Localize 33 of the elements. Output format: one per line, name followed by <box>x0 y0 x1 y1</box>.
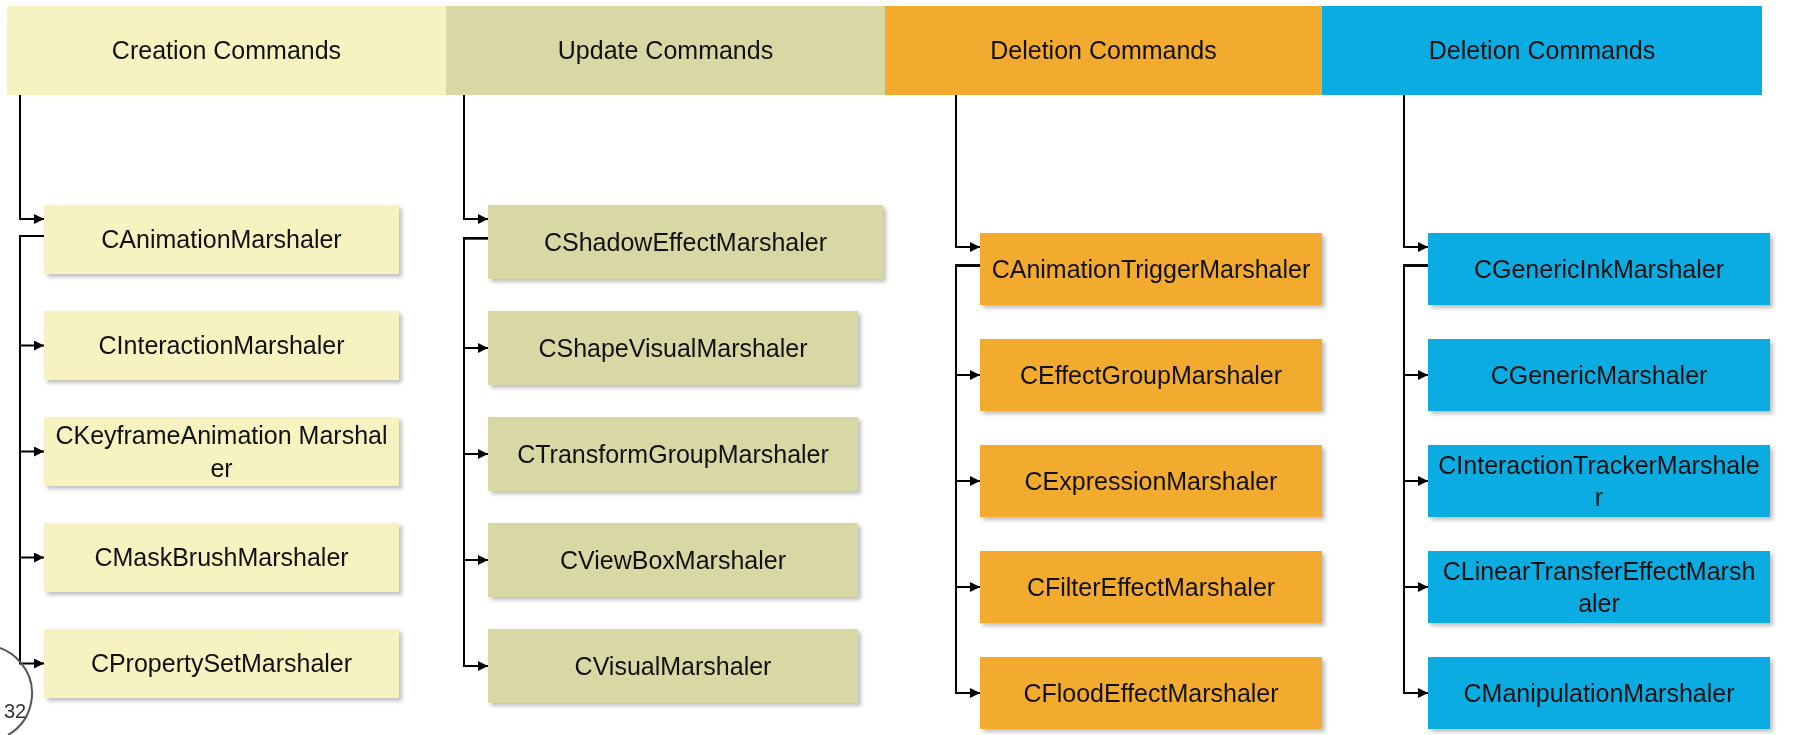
class-box: CEffectGroupMarshaler <box>980 339 1322 411</box>
class-box: CFloodEffectMarshaler <box>980 657 1322 729</box>
class-box: CShadowEffectMarshaler <box>488 205 883 279</box>
class-box: CInteractionMarshaler <box>44 311 399 380</box>
class-box: CVisualMarshaler <box>488 629 858 703</box>
class-box: CAnimationTriggerMarshaler <box>980 233 1322 305</box>
class-box: CLinearTransferEffectMarshaler <box>1428 551 1770 623</box>
category-header: Deletion Commands <box>885 6 1322 95</box>
page-number: 32 <box>4 700 27 723</box>
class-box: CInteractionTrackerMarshaler <box>1428 445 1770 517</box>
class-box: CGenericMarshaler <box>1428 339 1770 411</box>
class-box: CShapeVisualMarshaler <box>488 311 858 385</box>
category-header: Update Commands <box>446 6 885 95</box>
arrow <box>19 235 45 669</box>
class-box: CAnimationMarshaler <box>44 205 399 274</box>
category-header: Deletion Commands <box>1322 6 1762 95</box>
category-header: Creation Commands <box>7 6 446 95</box>
arrow <box>19 94 45 224</box>
class-box: CMaskBrushMarshaler <box>44 523 399 592</box>
arrow <box>463 237 489 671</box>
class-box: CExpressionMarshaler <box>980 445 1322 517</box>
arrow <box>1403 264 1429 698</box>
arrow <box>955 94 981 252</box>
class-box: CTransformGroupMarshaler <box>488 417 858 491</box>
class-box: CViewBoxMarshaler <box>488 523 858 597</box>
class-box: CGenericInkMarshaler <box>1428 233 1770 305</box>
class-box: CKeyframeAnimation Marshaler <box>44 417 399 486</box>
class-box: CFilterEffectMarshaler <box>980 551 1322 623</box>
arrow <box>955 264 981 698</box>
class-box: CManipulationMarshaler <box>1428 657 1770 729</box>
arrow <box>1403 94 1429 252</box>
arrow <box>463 94 489 224</box>
class-box: CPropertySetMarshaler <box>44 629 399 698</box>
